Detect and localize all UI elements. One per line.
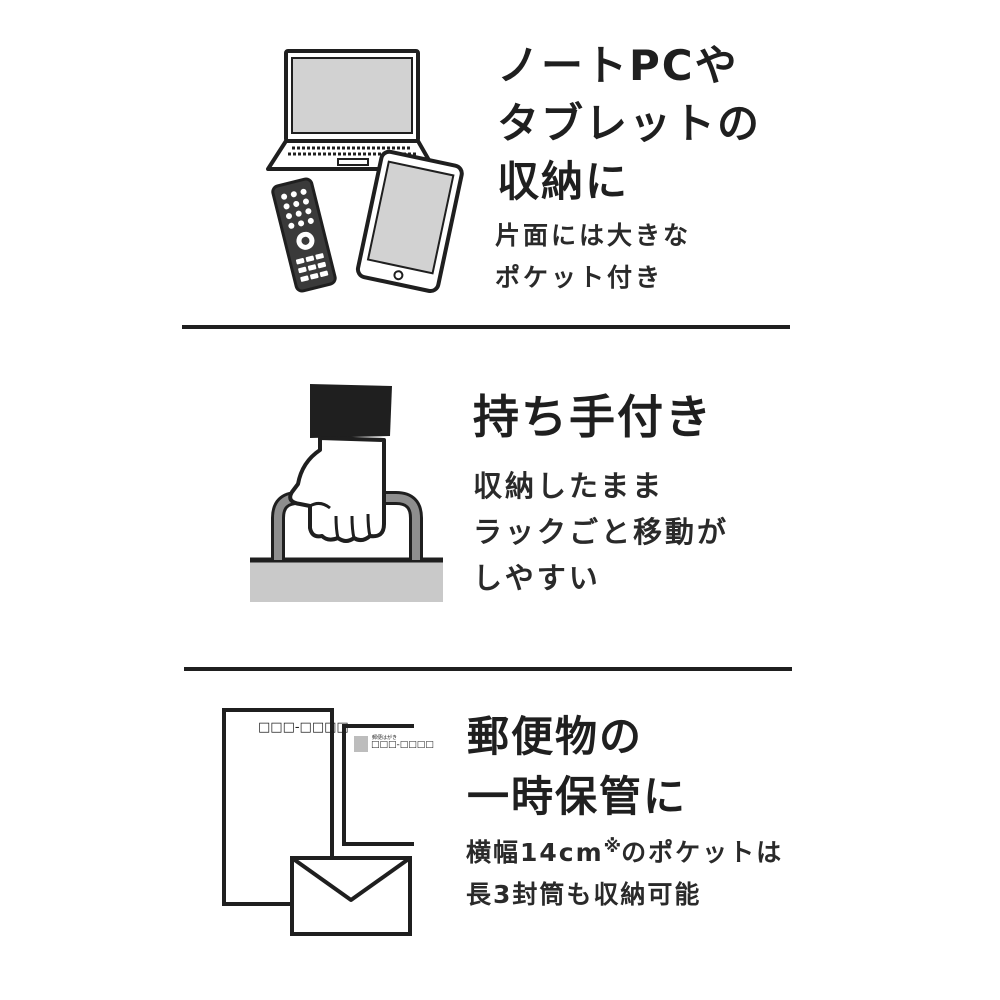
- section-1-heading: ノートPCや タブレットの 収納に: [497, 45, 761, 203]
- section-1-body-line-1: 片面には大きな: [495, 221, 692, 250]
- section-handle: 持ち手付き 収納したまま ラックごと移動が しやすい: [0, 330, 1000, 670]
- section-1-heading-line-2: タブレットの: [497, 99, 762, 148]
- devices-illustration: [266, 49, 464, 294]
- remote-control-icon: [271, 177, 337, 293]
- section-laptop-tablet: ノートPCや タブレットの 収納に 片面には大きな ポケット付き: [0, 0, 1000, 330]
- tablet-icon: [355, 149, 464, 294]
- section-3-heading: 郵便物の 一時保管に: [467, 716, 687, 818]
- mail-illustration: [222, 708, 414, 936]
- divider-2: [184, 667, 792, 671]
- handle-illustration: [250, 384, 443, 602]
- section-1-heading-line-1: ノートPCや: [497, 41, 739, 90]
- section-3-heading-line-1: 郵便物の: [467, 712, 644, 761]
- section-2-body-line-1: 収納したまま: [473, 469, 665, 503]
- postcard-postal-code: □□□-□□□□: [371, 740, 434, 750]
- pocket-text: のポケットは: [621, 838, 784, 867]
- section-2-heading: 持ち手付き: [473, 394, 713, 440]
- footnote-mark: ※: [603, 836, 622, 857]
- section-1-heading-line-3: 収納に: [497, 157, 630, 206]
- section-3-heading-line-2: 一時保管に: [467, 772, 688, 821]
- pocket-width: 横幅14cm: [466, 838, 604, 867]
- section-2-body-line-3: しやすい: [473, 561, 601, 595]
- section-3-body: 横幅14cm※のポケットは 長3封筒も収納可能: [466, 838, 784, 909]
- section-3-body-line-2: 長3封筒も収納可能: [466, 880, 702, 909]
- section-2-heading-line-1: 持ち手付き: [473, 390, 713, 444]
- postcard-icon: [342, 724, 414, 846]
- hand-grip-icon: [288, 384, 392, 543]
- section-1-body: 片面には大きな ポケット付き: [495, 223, 691, 290]
- section-2-body: 収納したまま ラックごと移動が しやすい: [473, 472, 729, 593]
- laptop-icon: [266, 49, 436, 171]
- section-3-body-line-1: 横幅14cm※のポケットは: [466, 838, 784, 867]
- long-envelope-postal-code: □□□-□□□□: [258, 720, 349, 735]
- postcard-header: 郵便はがき: [372, 735, 398, 741]
- section-mail: □□□-□□□□ 郵便はがき □□□-□□□□ 郵便物の 一時保管に 横幅14c…: [0, 672, 1000, 1000]
- envelope-icon: [290, 856, 412, 936]
- divider-1: [182, 325, 790, 329]
- section-1-body-line-2: ポケット付き: [495, 263, 664, 292]
- section-2-body-line-2: ラックごと移動が: [473, 515, 730, 549]
